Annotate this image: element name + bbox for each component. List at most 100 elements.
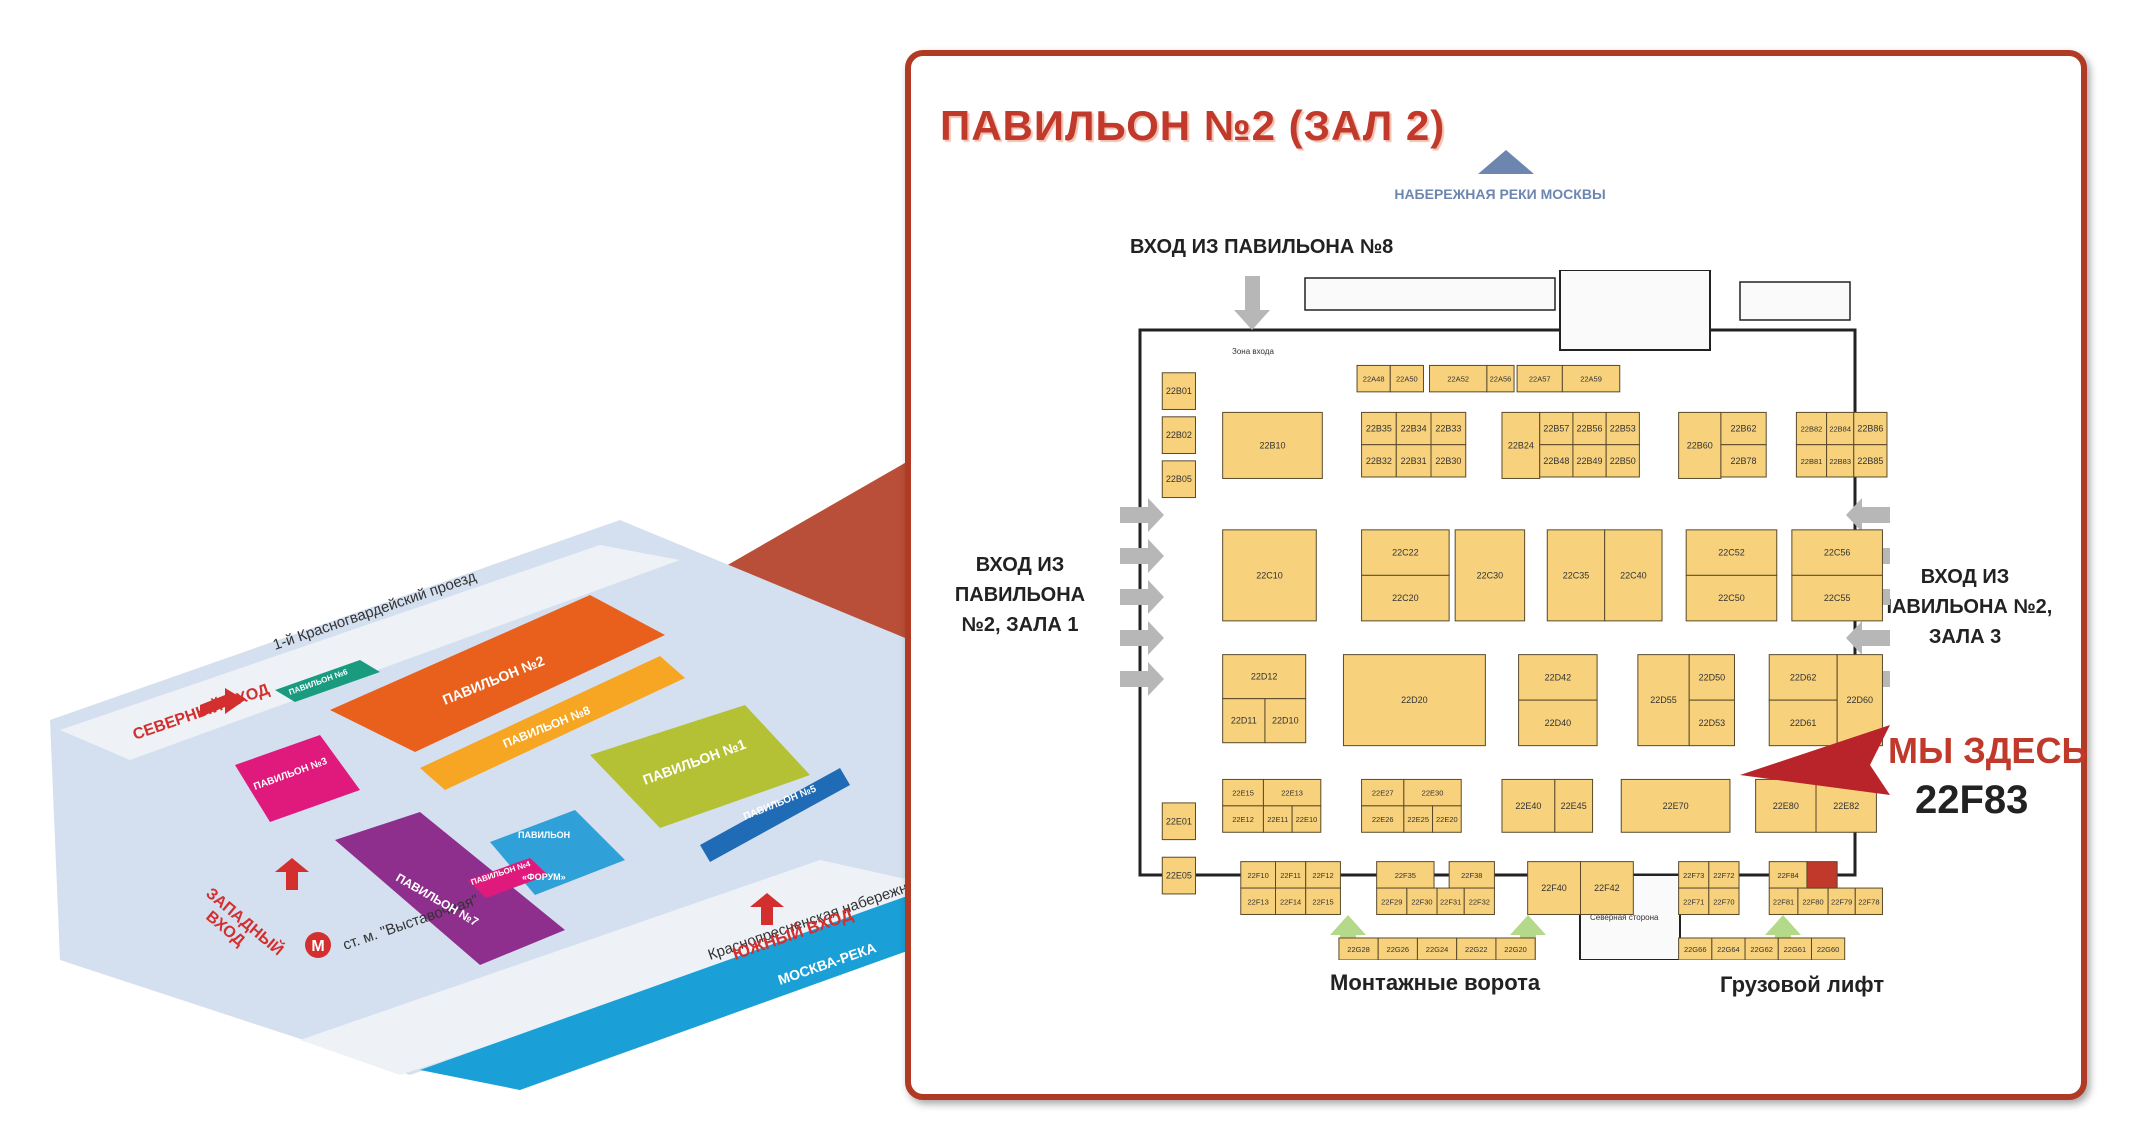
booth[interactable] [1161, 416, 1196, 455]
booth[interactable] [1429, 364, 1488, 393]
booth-label: 22E70 [1663, 801, 1689, 811]
booth[interactable] [1708, 887, 1740, 915]
booth[interactable] [1342, 654, 1486, 747]
booth[interactable] [1795, 444, 1828, 478]
booth[interactable] [1448, 861, 1495, 889]
booth-label: 22A50 [1396, 375, 1418, 384]
booth-label: 22B24 [1508, 440, 1534, 450]
booth[interactable] [1161, 802, 1196, 841]
booth-label: 22B78 [1731, 456, 1757, 466]
booth-you-are-here[interactable] [1806, 861, 1838, 889]
booth[interactable] [1222, 411, 1323, 479]
assembly-gate-label: Монтажные ворота [1330, 970, 1541, 995]
booth[interactable] [1791, 574, 1883, 622]
booth[interactable] [1161, 856, 1196, 895]
booth[interactable] [1222, 698, 1266, 744]
pavilion-1[interactable] [590, 705, 810, 828]
south-entrance-arrow [750, 893, 784, 925]
booth[interactable] [1361, 778, 1405, 807]
booth[interactable] [1572, 411, 1607, 446]
booth[interactable] [1430, 444, 1467, 478]
booth-label: 22D61 [1790, 718, 1817, 728]
pavilion-5[interactable] [700, 768, 850, 862]
left-entry-arrows [1120, 498, 1164, 696]
booth-label: 22G22 [1465, 945, 1488, 954]
booth[interactable] [1539, 444, 1574, 478]
booth[interactable] [1501, 778, 1556, 833]
booth[interactable] [1678, 411, 1722, 479]
booth[interactable] [1264, 698, 1307, 744]
booth[interactable] [1361, 805, 1405, 833]
pavilion-6[interactable] [275, 660, 380, 702]
booth[interactable] [1454, 529, 1526, 622]
booth[interactable] [1262, 805, 1293, 833]
booth-label: 22D53 [1699, 718, 1726, 728]
booth[interactable] [1604, 529, 1663, 622]
booth-label: 22E10 [1296, 815, 1318, 824]
booth[interactable] [1854, 887, 1883, 915]
booth[interactable] [1361, 574, 1450, 622]
booth[interactable] [1436, 887, 1465, 915]
pavilion-7[interactable] [335, 812, 565, 965]
booth-label: 22D20 [1401, 695, 1428, 705]
booth[interactable] [1620, 778, 1731, 833]
booth[interactable] [1539, 411, 1574, 446]
booth[interactable] [1688, 699, 1735, 747]
booth[interactable] [1486, 364, 1515, 393]
booth[interactable] [1389, 364, 1424, 393]
booth[interactable] [1826, 444, 1855, 478]
booth[interactable] [1403, 805, 1434, 833]
booth[interactable] [1240, 887, 1277, 915]
booth[interactable] [1720, 444, 1767, 478]
booth-label: 22D55 [1650, 695, 1677, 705]
booth-label: 22F78 [1858, 897, 1879, 906]
booth[interactable] [1161, 460, 1196, 499]
pavilion-3[interactable] [235, 735, 360, 822]
pavilion-4[interactable] [468, 858, 548, 898]
booth[interactable] [1791, 529, 1883, 576]
booth-label: 22F10 [1248, 871, 1269, 880]
booth[interactable] [1572, 444, 1607, 478]
booth[interactable] [1554, 778, 1594, 833]
booth[interactable] [1403, 778, 1462, 807]
booth[interactable] [1827, 887, 1856, 915]
booth[interactable] [1579, 861, 1634, 915]
booth[interactable] [1768, 699, 1838, 747]
booth[interactable] [1361, 411, 1397, 446]
booth-label: 22E12 [1232, 815, 1254, 824]
booth[interactable] [1501, 411, 1541, 479]
booth[interactable] [1361, 529, 1450, 576]
booth[interactable] [1222, 778, 1264, 807]
booth[interactable] [1685, 574, 1778, 622]
booth-label: 22E27 [1372, 789, 1394, 798]
booth[interactable] [1222, 529, 1317, 622]
booth[interactable] [1527, 861, 1581, 915]
booth-label: 22C30 [1477, 570, 1504, 580]
booth[interactable] [1678, 887, 1710, 915]
booth[interactable] [1546, 529, 1606, 622]
booth-label: 22G28 [1347, 945, 1370, 954]
booth-label: 22B35 [1366, 424, 1392, 434]
booth[interactable] [1853, 444, 1888, 478]
booth[interactable] [1161, 372, 1196, 410]
booth[interactable] [1768, 654, 1838, 701]
booth[interactable] [1518, 654, 1598, 701]
booth[interactable] [1305, 887, 1341, 915]
booth[interactable] [1463, 887, 1495, 915]
booth[interactable] [1222, 654, 1307, 700]
booth[interactable] [1826, 411, 1855, 446]
pavilion-2[interactable] [330, 595, 665, 752]
booth[interactable] [1518, 699, 1598, 747]
booth[interactable] [1605, 444, 1640, 478]
booth[interactable] [1685, 529, 1778, 576]
pavilion-8[interactable] [420, 656, 685, 790]
booth[interactable] [1356, 364, 1391, 393]
booth[interactable] [1432, 805, 1462, 833]
booth[interactable] [1291, 805, 1322, 833]
booth[interactable] [1561, 364, 1621, 393]
booth[interactable] [1637, 654, 1690, 747]
booth[interactable] [1708, 861, 1740, 889]
booth[interactable] [1361, 444, 1397, 478]
booth[interactable] [1516, 364, 1563, 393]
booth-label: 22B30 [1435, 456, 1461, 466]
